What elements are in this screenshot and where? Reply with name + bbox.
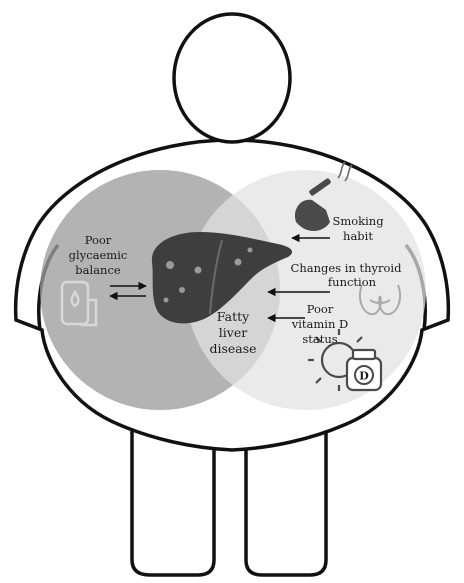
label-line: disease <box>209 341 256 356</box>
label-line: function <box>328 275 377 289</box>
label-line: vitamin D <box>291 317 349 331</box>
label-line: status <box>302 332 337 346</box>
label-line: habit <box>343 229 373 243</box>
label-line: Poor <box>85 233 112 247</box>
vitamin-d-badge-text: D <box>359 370 369 383</box>
label-line: balance <box>75 263 121 277</box>
label-line: liver <box>219 325 247 340</box>
label-line: Fatty <box>217 309 250 324</box>
label-line: Smoking <box>332 214 384 228</box>
head <box>174 14 290 142</box>
label-line: glycaemic <box>69 248 128 262</box>
label-line: Changes in thyroid <box>291 261 403 275</box>
label-line: Poor <box>307 302 334 316</box>
